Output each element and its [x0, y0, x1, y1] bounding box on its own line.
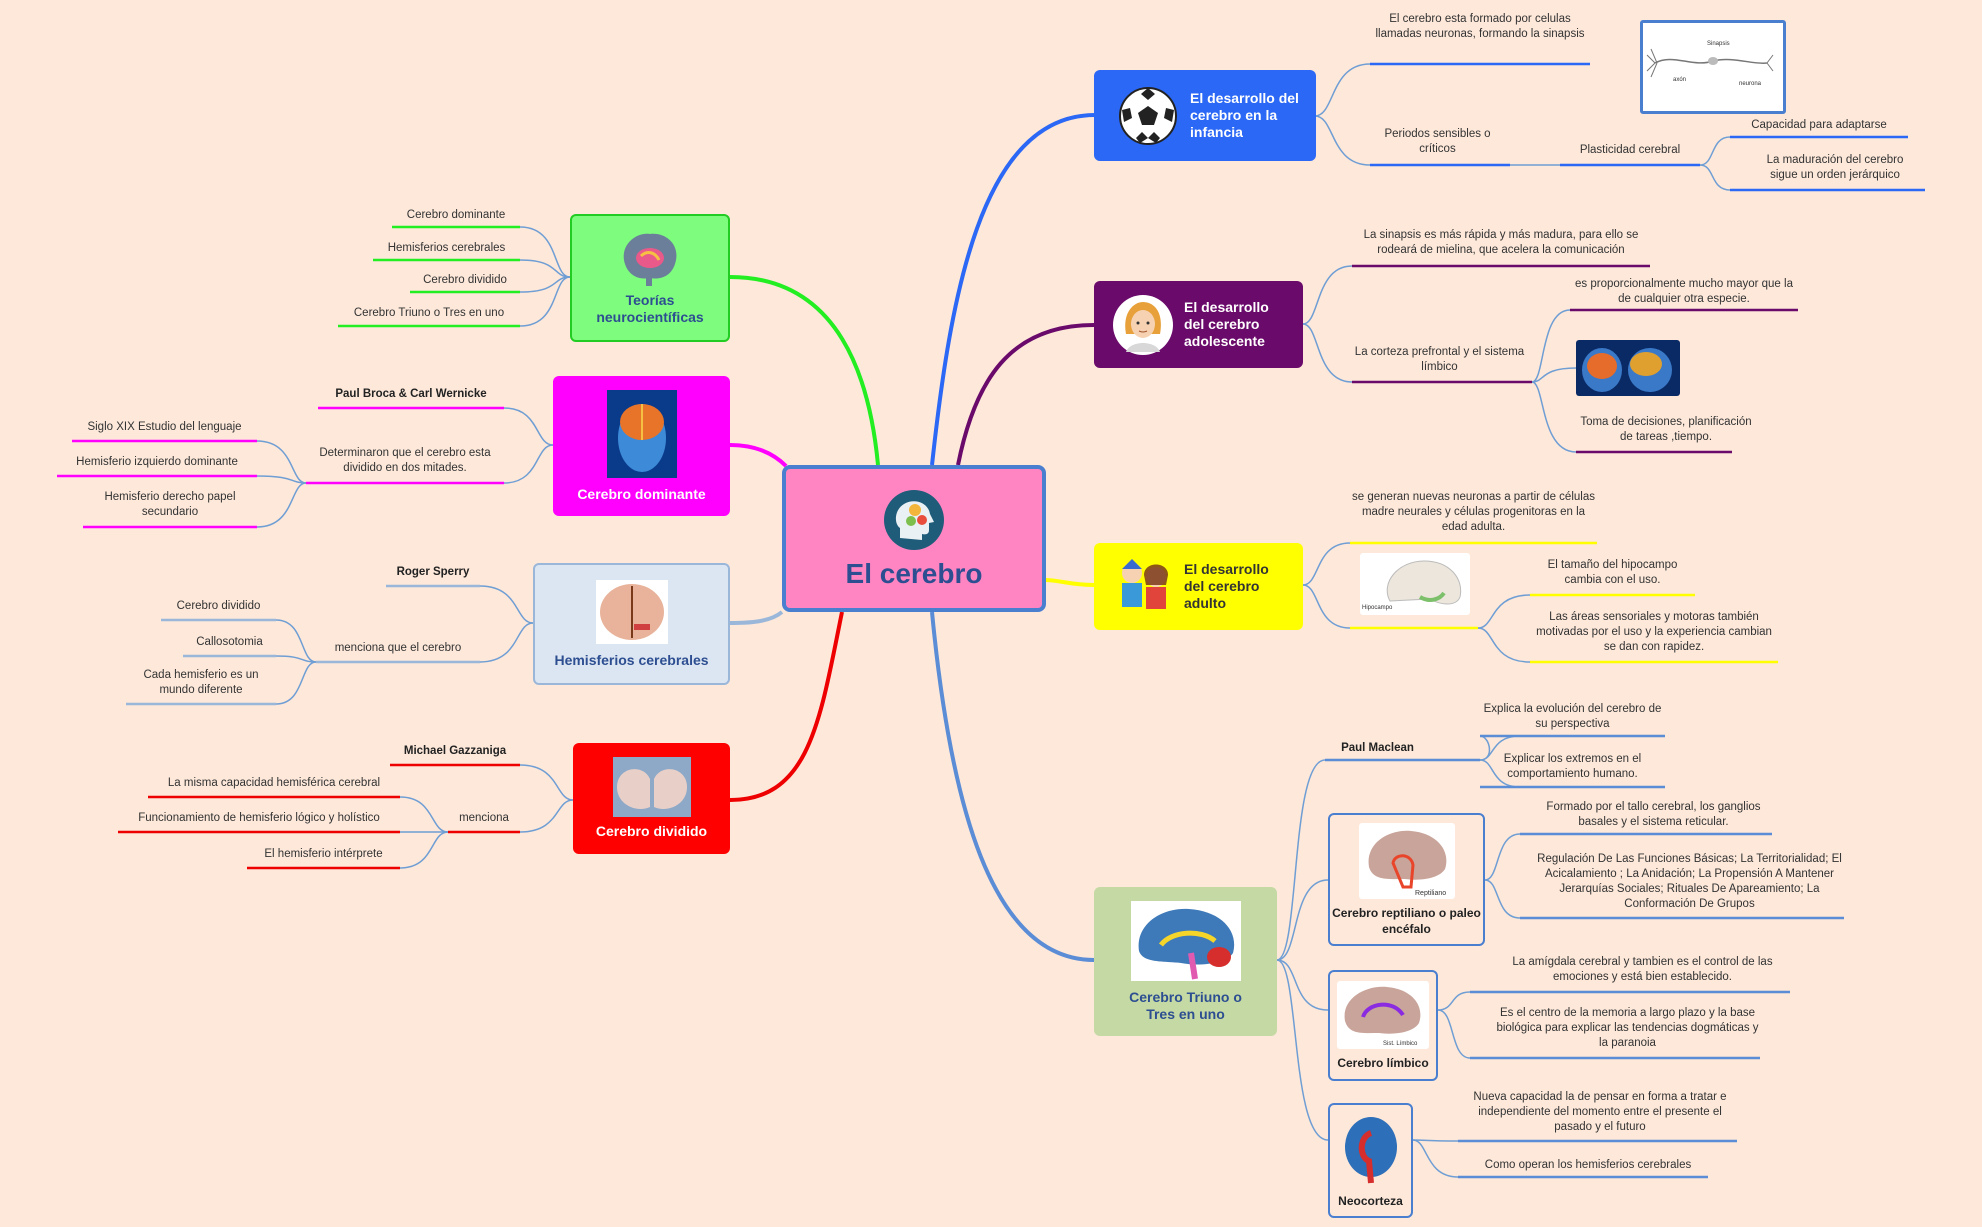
topic-triuno[interactable]: Cerebro Triuno o Tres en uno — [1094, 887, 1277, 1036]
hemisferios-mentions: menciona que el cerebro — [334, 642, 462, 654]
adolescente-cortex: La corteza prefrontal y el sistema límbi… — [1354, 346, 1525, 373]
topic-dominante[interactable]: Cerebro dominante — [553, 376, 730, 516]
central-topic[interactable]: El cerebro — [782, 465, 1046, 612]
branch-hemisferios — [729, 610, 784, 625]
triuno-evolution: Explica la evolución del cerebro de su p… — [1483, 703, 1662, 730]
infancia-periods: Periodos sensibles o críticos — [1384, 128, 1491, 155]
limbic-title: Cerebro límbico — [1337, 1055, 1429, 1070]
topic-dividido[interactable]: Cerebro dividido — [573, 743, 730, 854]
limbic-detail-2: Es el centro de la memoria a largo plazo… — [1496, 1007, 1759, 1049]
head-gears-icon — [884, 489, 944, 550]
topic-teorias[interactable]: Teorías neurocientíficas — [570, 214, 730, 342]
dividido-item-funcionamiento: Funcionamiento de hemisferio lógico y ho… — [138, 812, 380, 824]
dominante-determined: Determinaron que el cerebro esta dividid… — [319, 447, 491, 474]
branch-adolescente — [956, 323, 1095, 466]
topic-hemisferios[interactable]: Hemisferios cerebrales — [533, 563, 730, 685]
branch-dominante — [729, 443, 788, 468]
topic-dividido-title: Cerebro dividido — [595, 823, 708, 839]
neo-detail-1: Nueva capacidad la de pensar en forma a … — [1473, 1091, 1727, 1133]
reptilian-img-label: Reptiliano — [1415, 890, 1446, 897]
topic-infancia-title: El desarrollo del cerebro en la infancia — [1190, 90, 1299, 140]
hippocampus-image: Hipocampo — [1360, 553, 1470, 615]
hemisferios-item-dividido: Cerebro dividido — [176, 600, 261, 612]
dominante-item-derecho: Hemisferio derecho papel secundario — [104, 491, 236, 518]
dominante-item-izquierdo: Hemisferio izquierdo dominante — [76, 456, 238, 468]
dividido-mentions: menciona — [459, 812, 509, 824]
couple-icon — [1122, 558, 1168, 609]
topic-dominante-title: Cerebro dominante — [577, 485, 706, 502]
limbic-img-label: Sist. Límbico — [1383, 1041, 1418, 1047]
hemisferios-item-callosotomia: Callosotomia — [196, 636, 263, 648]
neo-node[interactable]: Neocorteza — [1328, 1103, 1413, 1218]
brain-head-image — [606, 389, 677, 478]
reptilian-title: Cerebro reptiliano o paleo encéfalo — [1332, 905, 1481, 936]
adulto-neurogenesis: se generan nuevas neuronas a partir de c… — [1352, 491, 1595, 533]
adolescente-proportion: es proporcionalmente mucho mayor que la … — [1575, 278, 1793, 305]
brain-icon — [623, 233, 677, 286]
topic-triuno-title: Cerebro Triuno o Tres en uno — [1129, 988, 1242, 1022]
topic-teorias-title: Teorías neurocientíficas — [596, 292, 704, 325]
topic-infancia[interactable]: El desarrollo del cerebro en la infancia — [1094, 70, 1316, 161]
split-brain-image — [612, 757, 691, 817]
neo-title: Neocorteza — [1338, 1193, 1403, 1208]
brain-scan-image — [1576, 340, 1680, 396]
infancia-maturation: La maduración del cerebro sigue un orden… — [1766, 154, 1904, 181]
reptilian-detail-1: Formado por el tallo cerebral, los gangl… — [1546, 801, 1761, 828]
topic-adulto-title: El desarrollo del cerebro adulto — [1184, 561, 1269, 611]
neuron-label-neuron: neurona — [1739, 81, 1762, 87]
branch-adulto — [1043, 578, 1095, 587]
limbic-image: Sist. Límbico — [1337, 980, 1429, 1049]
teen-girl-icon — [1113, 294, 1173, 355]
neo-detail-2: Como operan los hemisferios cerebrales — [1484, 1159, 1692, 1171]
dividido-author: Michael Gazzaniga — [403, 745, 507, 757]
branch-teorias — [729, 275, 880, 466]
topic-adulto[interactable]: El desarrollo del cerebro adulto — [1094, 543, 1303, 630]
teorias-item-dominante: Cerebro dominante — [406, 209, 506, 221]
neocortex-image — [1344, 1116, 1397, 1183]
branch-triuno — [930, 611, 1095, 962]
soccer-ball-icon — [1119, 86, 1177, 145]
topic-hemisferios-title: Hemisferios cerebrales — [554, 651, 709, 668]
infancia-synapse-note: El cerebro esta formado por celulas llam… — [1375, 13, 1585, 40]
neuron-label-synapse: Sinapsis — [1707, 41, 1730, 47]
brain-section-image — [1130, 900, 1241, 981]
triuno-maclean: Paul Maclean — [1341, 742, 1414, 754]
infancia-plasticity: Plasticidad cerebral — [1579, 144, 1681, 156]
dominante-authors: Paul Broca & Carl Wernicke — [335, 388, 487, 400]
adulto-areas: Las áreas sensoriales y motoras también … — [1536, 611, 1772, 653]
hemispheres-image — [595, 579, 668, 644]
hippocampus-label: Hipocampo — [1362, 605, 1393, 611]
neuron-image: Sinapsis axón neurona — [1640, 20, 1786, 114]
adolescente-decisions: Toma de decisiones, planificación de tar… — [1580, 416, 1752, 443]
infancia-adapt: Capacidad para adaptarse — [1751, 119, 1887, 131]
limbic-node[interactable]: Sist. Límbico Cerebro límbico — [1328, 970, 1438, 1081]
reptilian-node[interactable]: Reptiliano Cerebro reptiliano o paleo en… — [1328, 813, 1485, 946]
central-topic-title: El cerebro — [845, 557, 983, 589]
neuron-label-axon: axón — [1673, 77, 1686, 83]
teorias-item-triuno: Cerebro Triuno o Tres en uno — [353, 307, 505, 319]
branch-infancia — [930, 113, 1096, 466]
teorias-item-hemisferios: Hemisferios cerebrales — [387, 242, 506, 254]
hemisferios-item-mundo: Cada hemisferio es un mundo diferente — [143, 669, 259, 696]
topic-adolescente-title: El desarrollo del cerebro adolescente — [1184, 299, 1269, 349]
limbic-detail-1: La amígdala cerebral y tambien es el con… — [1512, 956, 1773, 983]
teorias-item-dividido: Cerebro dividido — [423, 274, 507, 286]
reptilian-detail-2: Regulación De Las Funciones Básicas; La … — [1537, 853, 1842, 910]
triuno-extremes: Explicar los extremos en el comportamien… — [1503, 753, 1642, 780]
adolescente-synapse: La sinapsis es más rápida y más madura, … — [1363, 229, 1639, 256]
adulto-hippocampus: El tamaño del hipocampo cambia con el us… — [1547, 559, 1678, 586]
hemisferios-author: Roger Sperry — [396, 566, 470, 578]
topic-adolescente[interactable]: El desarrollo del cerebro adolescente — [1094, 281, 1303, 368]
dividido-item-interprete: El hemisferio intérprete — [264, 848, 383, 860]
dominante-item-siglo: Siglo XIX Estudio del lenguaje — [87, 421, 242, 433]
branch-dividido — [729, 611, 844, 802]
dividido-item-capacidad: La misma capacidad hemisférica cerebral — [167, 777, 381, 789]
reptilian-image: Reptiliano — [1358, 822, 1455, 899]
